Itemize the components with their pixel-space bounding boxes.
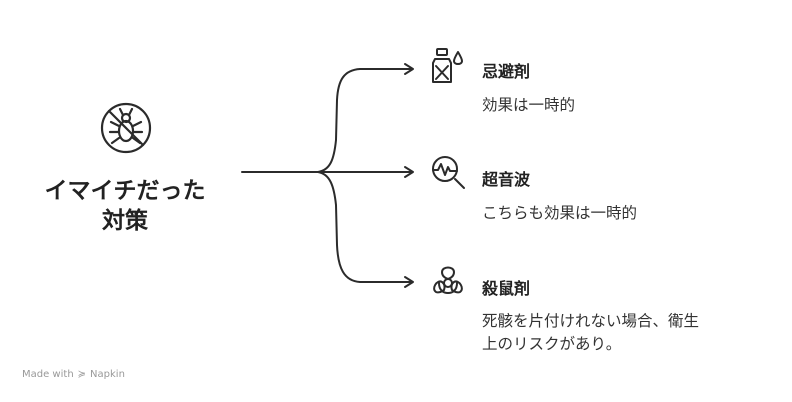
center-title-line2: 対策: [102, 208, 148, 234]
center-title: イマイチだった 対策: [20, 176, 230, 236]
napkin-logo-icon: ≽: [77, 369, 87, 380]
branch-desc-rodenticide: 死骸を片付けれない場合、衛生 上のリスクがあり。: [482, 310, 772, 356]
crossed-out-bug-icon: [96, 98, 156, 158]
napkin-brand-label: Napkin: [90, 369, 125, 380]
sound-wave-magnifier-icon: [428, 152, 468, 192]
arrowhead-bottom: [404, 276, 414, 288]
arrowhead-top: [404, 63, 414, 75]
arrowhead-middle: [404, 166, 414, 178]
repellent-bottle-icon: [428, 46, 468, 86]
made-with-napkin-footer[interactable]: Made with ≽ Napkin: [22, 369, 125, 380]
branch-title-repellent: 忌避剤: [482, 62, 531, 81]
branch-line-top: [317, 68, 413, 173]
branch-desc-ultrasonic: こちらも効果は一時的: [482, 202, 772, 225]
branch-desc-repellent: 効果は一時的: [482, 94, 772, 117]
biohazard-icon: [428, 262, 468, 302]
branch-title-rodenticide: 殺鼠剤: [482, 279, 531, 298]
made-with-label: Made with: [22, 369, 74, 380]
branch-line-bottom: [317, 171, 413, 283]
branch-desc-line: 死骸を片付けれない場合、衛生: [482, 312, 700, 330]
center-title-line1: イマイチだった: [44, 178, 206, 204]
branch-desc-line: 上のリスクがあり。: [482, 335, 622, 353]
branch-desc-line: 効果は一時的: [482, 96, 576, 114]
branch-desc-line: こちらも効果は一時的: [482, 204, 638, 222]
branch-title-ultrasonic: 超音波: [482, 170, 531, 189]
